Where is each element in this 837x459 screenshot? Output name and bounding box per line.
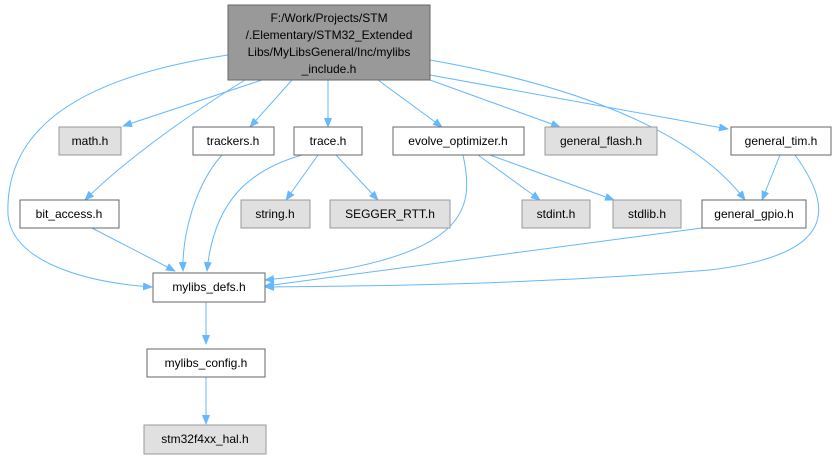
edge-root-to-trackers: [249, 79, 293, 128]
node-stdlib-h-label: stdlib.h: [628, 207, 666, 221]
node-string-h[interactable]: string.h: [240, 199, 311, 229]
node-bit-access-h-label: bit_access.h: [36, 207, 103, 221]
node-general-tim-h[interactable]: general_tim.h: [730, 126, 832, 156]
edge-trace-to-mylibs-defs: [203, 154, 303, 272]
root-label-line-4: _include.h: [301, 62, 357, 76]
edge-root-to-general-flash: [429, 79, 561, 128]
node-segger-rtt-h[interactable]: SEGGER_RTT.h: [329, 199, 451, 229]
root-label-line-1: F:/Work/Projects/STM: [270, 11, 387, 25]
node-mylibs-config-h[interactable]: mylibs_config.h: [146, 348, 266, 378]
root-node-mylibs-include-h[interactable]: F:/Work/Projects/STM /.Elementary/STM32_…: [227, 4, 431, 81]
edge-trace-to-segger-rtt: [335, 154, 379, 201]
node-trackers-h[interactable]: trackers.h: [192, 126, 275, 156]
edge-trackers-to-mylibs-defs: [178, 154, 223, 272]
edge-general-tim-to-general-gpio: [761, 154, 781, 201]
node-general-flash-h[interactable]: general_flash.h: [544, 126, 658, 156]
edge-trace-to-string: [285, 154, 319, 201]
node-stdint-h-label: stdint.h: [537, 207, 576, 221]
edge-root-to-general-tim: [429, 74, 729, 132]
edge-root-to-mylibs-defs: [7, 54, 229, 291]
node-string-h-label: string.h: [255, 207, 294, 221]
edge-root-to-bit-access: [84, 79, 246, 201]
node-mylibs-defs-h[interactable]: mylibs_defs.h: [152, 272, 266, 303]
node-math-h-label: math.h: [72, 134, 109, 148]
edge-bit-access-to-mylibs-defs: [91, 227, 176, 272]
edge-evolve-optimizer-to-mylibs-defs: [264, 154, 468, 284]
edge-evolve-optimizer-to-stdint: [477, 154, 541, 201]
node-evolve-optimizer-h-label: evolve_optimizer.h: [408, 134, 507, 148]
node-segger-rtt-h-label: SEGGER_RTT.h: [345, 207, 435, 221]
node-general-gpio-h[interactable]: general_gpio.h: [701, 199, 807, 229]
node-math-h[interactable]: math.h: [58, 126, 122, 156]
root-label-line-2: /.Elementary/STM32_Extended: [246, 28, 413, 42]
edge-general-tim-to-mylibs-defs: [264, 154, 820, 291]
edge-evolve-optimizer-to-stdlib: [489, 154, 615, 201]
node-general-tim-h-label: general_tim.h: [745, 134, 818, 148]
node-stdlib-h[interactable]: stdlib.h: [612, 199, 682, 229]
node-bit-access-h[interactable]: bit_access.h: [19, 199, 120, 229]
node-mylibs-config-h-label: mylibs_config.h: [165, 356, 248, 370]
node-general-gpio-h-label: general_gpio.h: [714, 207, 793, 221]
edge-root-to-general-gpio: [429, 59, 746, 201]
edge-general-gpio-to-mylibs-defs: [264, 227, 703, 289]
node-stdint-h[interactable]: stdint.h: [521, 199, 591, 229]
edge-root-to-math: [122, 79, 263, 127]
node-trace-h-label: trace.h: [310, 134, 347, 148]
root-label-line-3: Libs/MyLibsGeneral/Inc/mylibs: [248, 45, 411, 59]
edges: [7, 54, 820, 425]
node-stm32f4xx-hal-h[interactable]: stm32f4xx_hal.h: [143, 424, 267, 455]
edge-root-to-evolve-optimizer: [377, 79, 443, 128]
node-general-flash-h-label: general_flash.h: [560, 134, 642, 148]
node-stm32f4xx-hal-h-label: stm32f4xx_hal.h: [161, 432, 248, 446]
node-trackers-h-label: trackers.h: [207, 134, 260, 148]
node-mylibs-defs-h-label: mylibs_defs.h: [172, 280, 245, 294]
node-evolve-optimizer-h[interactable]: evolve_optimizer.h: [392, 126, 525, 156]
node-trace-h[interactable]: trace.h: [293, 126, 363, 156]
